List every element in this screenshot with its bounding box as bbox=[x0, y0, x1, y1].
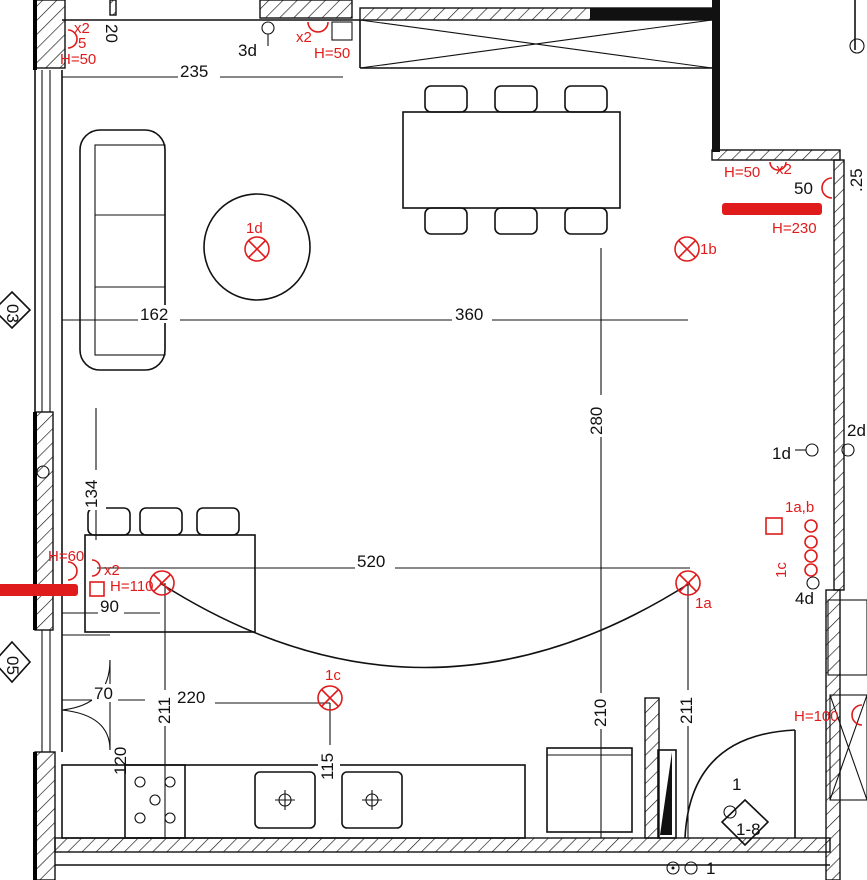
switch-1d-label: 1d bbox=[772, 444, 791, 463]
outlet-height-100: H=100 bbox=[794, 708, 839, 725]
wc-code-label: 1-8 bbox=[736, 820, 761, 839]
dim-115: 115 bbox=[318, 753, 337, 780]
outlet-height-230: H=230 bbox=[772, 220, 817, 237]
light-1b-label: 1b bbox=[700, 241, 717, 258]
wc-symbol: 1-8 bbox=[720, 798, 770, 847]
door-label: 1 bbox=[732, 775, 741, 794]
dim-210: 210 bbox=[591, 699, 610, 727]
dimension-labels: 235 20 162 360 280 134 520 90 70 220 211… bbox=[82, 24, 866, 781]
outlet-right-bottom: H=100 bbox=[794, 704, 863, 726]
outlet-top-mid: x2 H=50 bbox=[296, 21, 353, 62]
switch-3d: 3d bbox=[238, 21, 275, 60]
door-number: 1 bbox=[732, 775, 741, 794]
outlet-count: x2 bbox=[296, 29, 312, 46]
dim-220: 220 bbox=[177, 688, 205, 707]
wall-right bbox=[833, 159, 845, 591]
walls bbox=[33, 0, 867, 880]
light-1a: 1a bbox=[675, 570, 712, 612]
outlet-number: 5 bbox=[78, 35, 86, 52]
wall-left-bottom bbox=[34, 751, 56, 880]
redacted-label bbox=[722, 203, 822, 215]
outlet-left: H=60 x2 H=110 bbox=[0, 548, 154, 597]
bottom-fixture: 1 bbox=[666, 859, 715, 878]
bottom-fixture-label: 1 bbox=[706, 859, 715, 878]
light-1d-label: 1d bbox=[246, 220, 263, 237]
column-right bbox=[712, 0, 720, 152]
dim-20: 20 bbox=[102, 24, 121, 43]
dim-235: 235 bbox=[180, 62, 208, 81]
outlet-right: H=50 x2 H=230 bbox=[722, 161, 833, 237]
outlet-height: H=50 bbox=[314, 45, 350, 62]
dim-162: 162 bbox=[140, 305, 168, 324]
outlet-top-left: x2 5 H=50 bbox=[60, 20, 96, 68]
dim-120: 120 bbox=[111, 747, 130, 775]
section-marker-top: 03 bbox=[0, 290, 32, 330]
outlet-height: H=50 bbox=[724, 164, 760, 181]
light-1b: 1b bbox=[674, 236, 717, 262]
section-marker-top-label: 03 bbox=[3, 304, 22, 323]
switch-4d-label: 4d bbox=[795, 589, 814, 608]
section-marker-bottom: 05 bbox=[0, 640, 32, 684]
switch-1d: 1d bbox=[772, 443, 819, 463]
light-1c-label: 1c bbox=[325, 667, 341, 684]
redacted-label bbox=[0, 584, 78, 596]
dim-25: .25 bbox=[847, 168, 866, 192]
rug bbox=[203, 193, 311, 301]
switch-3d-label: 3d bbox=[238, 41, 257, 60]
light-1d: 1d bbox=[244, 220, 270, 262]
kitchen-counter bbox=[61, 747, 677, 839]
dim-520: 520 bbox=[357, 552, 385, 571]
sofa bbox=[79, 129, 166, 371]
wall-bottom bbox=[54, 837, 831, 853]
outlet-height-110: H=110 bbox=[110, 578, 154, 595]
outlet-count: x2 bbox=[776, 161, 792, 178]
kitchen-island bbox=[84, 507, 256, 633]
outlet-count: x2 bbox=[74, 20, 90, 37]
switch-cluster: 1a,b 1c 4d bbox=[765, 499, 820, 608]
dim-50: 50 bbox=[794, 179, 813, 198]
switch-2d: 2d bbox=[841, 421, 866, 457]
dim-90: 90 bbox=[100, 597, 119, 616]
light-1a-label: 1a bbox=[695, 595, 712, 612]
dim-211-right: 211 bbox=[677, 697, 696, 724]
outlet-height-60: H=60 bbox=[48, 548, 84, 565]
switch-1c-label: 1c bbox=[773, 562, 790, 578]
wall-right-bottom bbox=[825, 589, 841, 880]
outlet-height: H=50 bbox=[60, 51, 96, 68]
switch-1ab-label: 1a,b bbox=[785, 499, 814, 516]
switch-2d-label: 2d bbox=[847, 421, 866, 440]
light-island bbox=[149, 570, 175, 596]
light-1c: 1c bbox=[317, 667, 343, 711]
door bbox=[61, 634, 796, 839]
wall-left-mid bbox=[34, 411, 54, 631]
wall-right-top bbox=[711, 149, 841, 161]
section-marker-bottom-label: 05 bbox=[3, 656, 22, 675]
dim-211-left: 211 bbox=[155, 697, 174, 724]
wall-top-mid bbox=[259, 0, 353, 19]
dim-360: 360 bbox=[455, 305, 483, 324]
dining-table bbox=[402, 85, 621, 235]
dim-280: 280 bbox=[587, 407, 606, 435]
outlet-count: x2 bbox=[104, 562, 120, 579]
ceiling-curve bbox=[159, 582, 691, 669]
dim-70: 70 bbox=[94, 684, 113, 703]
dim-134: 134 bbox=[82, 480, 101, 508]
